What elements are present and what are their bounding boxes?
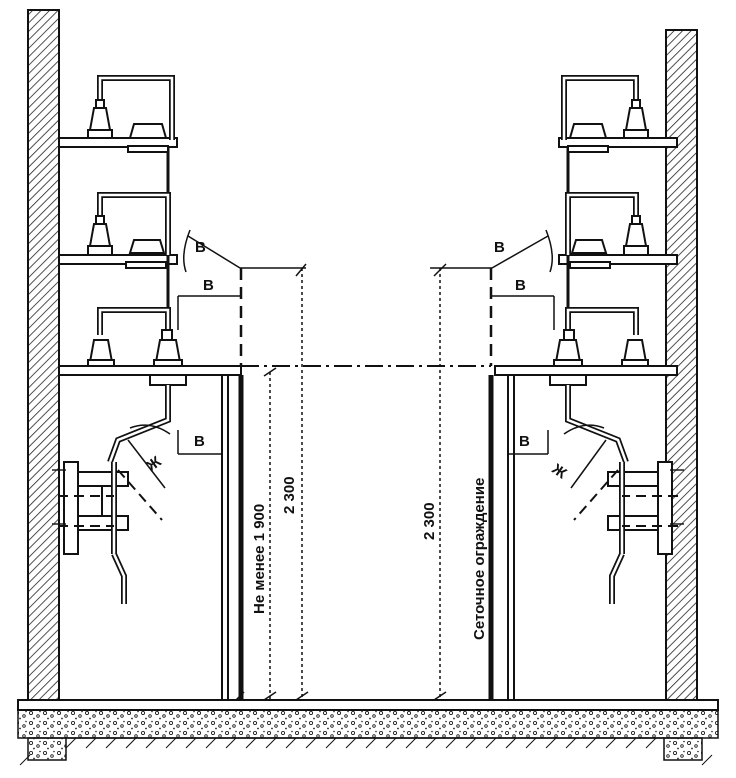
label-2300-right: 2 300 — [421, 502, 438, 540]
left-wall — [27, 9, 60, 703]
label-b-mid-left: В — [194, 433, 205, 450]
label-zh-left: Ж — [143, 453, 165, 476]
dimension-lines — [235, 263, 492, 701]
label-2300-left: 2 300 — [281, 476, 298, 514]
left-equipment — [52, 75, 242, 604]
clearance-b-right — [491, 229, 607, 489]
label-b-arc-left: В — [195, 239, 206, 256]
label-b-mid-right: В — [519, 433, 530, 450]
right-partition — [488, 268, 515, 700]
right-equipment — [494, 75, 684, 604]
floor-slab — [17, 699, 719, 766]
label-b-top-left: В — [203, 277, 214, 294]
label-b-top-right: В — [515, 277, 526, 294]
clearance-b-left — [127, 229, 241, 489]
label-mesh-fence: Сеточное ограждение — [471, 478, 488, 640]
label-zh-right: Ж — [548, 460, 570, 483]
label-b-arc-right: В — [494, 239, 505, 256]
left-partition — [221, 268, 244, 700]
label-min-1900: Не менее 1 900 — [251, 504, 268, 614]
